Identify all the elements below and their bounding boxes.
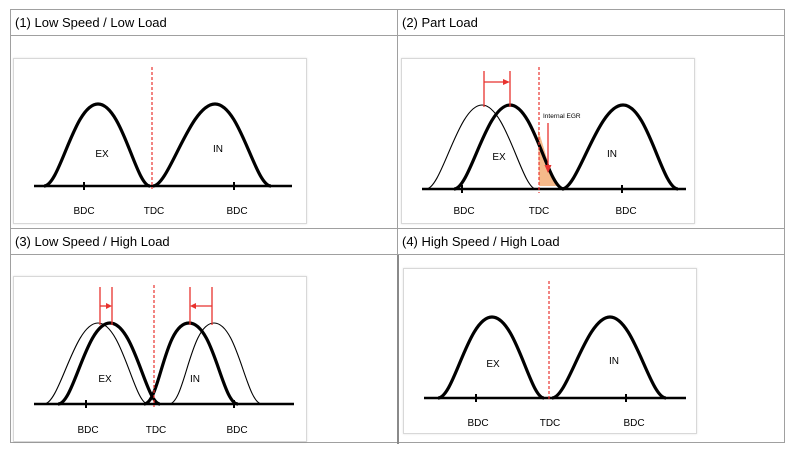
bdc-right-label: BDC bbox=[226, 425, 247, 436]
row-divider bbox=[11, 35, 784, 36]
column-divider bbox=[397, 10, 398, 229]
row-divider bbox=[11, 254, 784, 255]
panel-2-title: (2) Part Load bbox=[402, 15, 478, 30]
bdc-right-label: BDC bbox=[615, 206, 636, 217]
valve-lift-diagram: EX IN BDC TDC BDC bbox=[34, 285, 294, 436]
tdc-label: TDC bbox=[144, 206, 165, 217]
panel-4-diagram: EX IN BDC TDC BDC bbox=[403, 268, 697, 434]
panel-4-title: (4) High Speed / High Load bbox=[402, 234, 560, 249]
intake-valve-curve bbox=[561, 103, 679, 191]
ex-label: EX bbox=[492, 152, 506, 163]
panel-1-title: (1) Low Speed / Low Load bbox=[15, 15, 167, 30]
exhaust-valve-curve-base bbox=[43, 322, 149, 405]
ex-label: EX bbox=[98, 374, 112, 385]
internal-egr-area bbox=[538, 129, 557, 186]
ex-label: EX bbox=[95, 149, 109, 160]
tdc-label: TDC bbox=[540, 418, 561, 429]
bdc-right-label: BDC bbox=[623, 418, 644, 429]
bdc-right-label: BDC bbox=[226, 206, 247, 217]
bdc-left-label: BDC bbox=[77, 425, 98, 436]
exhaust-valve-curve-retarded bbox=[57, 321, 161, 406]
in-label: IN bbox=[213, 144, 223, 155]
panel-1-diagram: EX IN BDC TDC BDC bbox=[13, 58, 307, 224]
intake-valve-curve-advanced bbox=[143, 321, 239, 406]
in-label: IN bbox=[190, 374, 200, 385]
exhaust-valve-curve bbox=[437, 315, 545, 400]
panel-3-diagram: EX IN BDC TDC BDC bbox=[13, 276, 307, 442]
in-label: IN bbox=[609, 356, 619, 367]
bdc-left-label: BDC bbox=[467, 418, 488, 429]
valve-lift-diagram: EX IN BDC TDC BDC bbox=[424, 281, 686, 429]
tdc-label: TDC bbox=[146, 425, 167, 436]
valve-timing-table: (1) Low Speed / Low Load (2) Part Load (… bbox=[10, 9, 785, 444]
intake-valve-curve bbox=[551, 315, 667, 400]
tdc-label: TDC bbox=[529, 206, 550, 217]
valve-lift-diagram: EX IN BDC TDC BDC bbox=[34, 67, 292, 217]
intake-valve-curve-base bbox=[168, 322, 263, 405]
internal-egr-label: Internal EGR bbox=[543, 113, 581, 120]
ex-label: EX bbox=[486, 359, 500, 370]
column-divider bbox=[397, 254, 399, 444]
bdc-left-label: BDC bbox=[73, 206, 94, 217]
exhaust-valve-curve-base bbox=[425, 104, 537, 190]
panel-3-title: (3) Low Speed / High Load bbox=[15, 234, 170, 249]
exhaust-valve-curve bbox=[43, 102, 151, 188]
in-label: IN bbox=[607, 149, 617, 160]
valve-lift-diagram: Internal EGR EX IN BDC TDC BDC bbox=[422, 67, 686, 217]
column-divider bbox=[397, 229, 398, 254]
intake-valve-curve bbox=[152, 102, 272, 188]
bdc-left-label: BDC bbox=[453, 206, 474, 217]
panel-2-diagram: Internal EGR EX IN BDC TDC BDC bbox=[401, 58, 695, 224]
row-divider bbox=[11, 228, 784, 229]
